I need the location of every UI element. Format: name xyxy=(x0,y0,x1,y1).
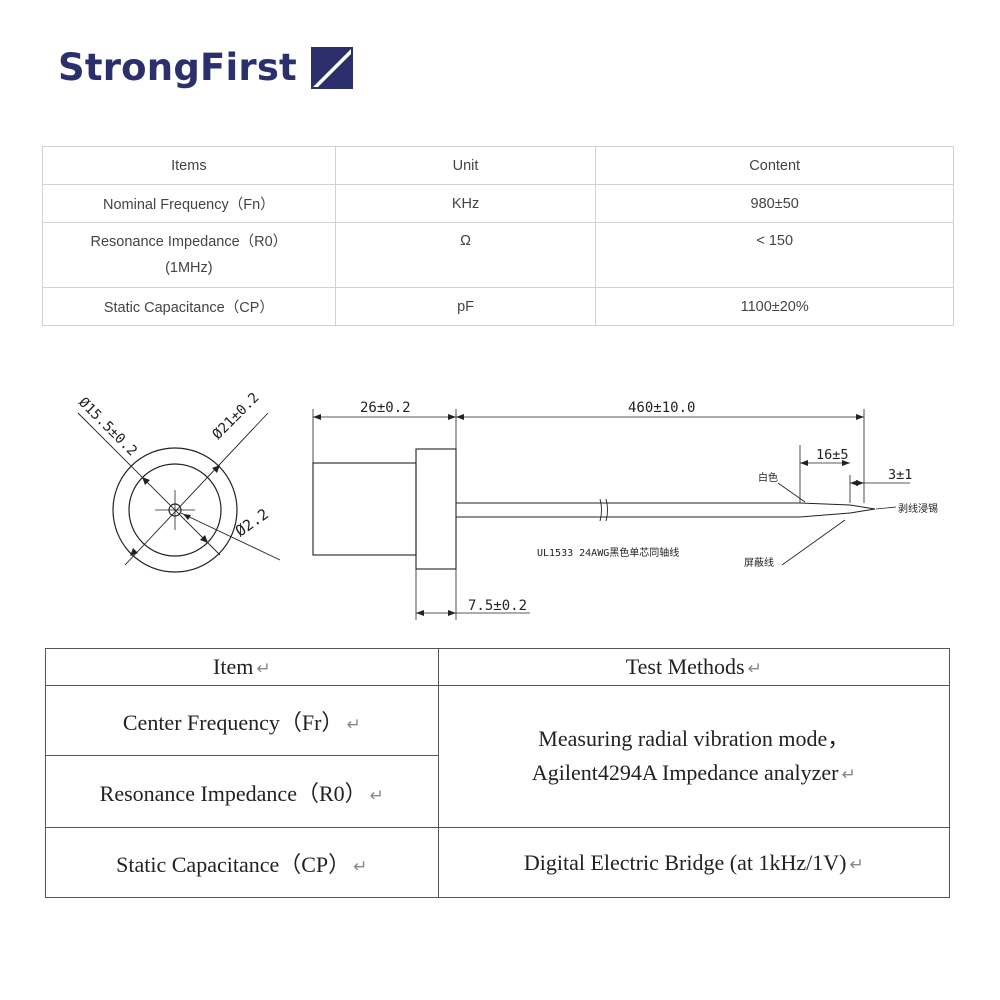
inner-circle xyxy=(128,463,222,557)
sensor-flange xyxy=(415,448,457,570)
spec-item: Static Capacitance（CP） xyxy=(42,287,336,326)
dimension-drawing: Ø15.5±0.2 Ø21±0.2 Ø2.2 xyxy=(75,390,938,620)
spec-item: Resonance Impedance（R0） (1MHz) xyxy=(42,222,336,288)
test-item: Center Frequency（Fr）↵ xyxy=(45,685,439,756)
spec-unit: pF xyxy=(334,287,597,326)
brand-logo: StrongFirst xyxy=(58,46,353,89)
test-methods-header-row: Item↵ Test Methods↵ xyxy=(45,648,951,686)
label-shield-wire: 屏蔽线 xyxy=(744,556,774,569)
return-mark: ↵ xyxy=(849,854,864,874)
brand-name: StrongFirst xyxy=(58,46,297,89)
spec-row: Nominal Frequency（Fn） KHz 980±50 xyxy=(42,184,954,223)
spec-item-line: Resonance Impedance（R0） xyxy=(90,234,288,250)
spec-content: 1100±20% xyxy=(595,287,954,326)
test-item: Resonance Impedance（R0）↵ xyxy=(45,755,439,828)
sensor-body xyxy=(312,462,417,556)
side-view xyxy=(312,409,910,620)
test-method-row: Static Capacitance（CP）↵ Digital Electric… xyxy=(45,827,951,898)
spec-content: 980±50 xyxy=(595,184,954,223)
label-cable-spec: UL1533 24AWG黑色单芯同轴线 xyxy=(537,546,679,559)
return-mark: ↵ xyxy=(353,856,368,876)
dim-diameter-center: Ø2.2 xyxy=(232,505,272,540)
return-mark: ↵ xyxy=(369,785,384,805)
dim-tin-length: 3±1 xyxy=(888,467,912,483)
dim-diameter-outer: Ø21±0.2 xyxy=(210,390,263,443)
test-method-row: Center Frequency（Fr）↵ Measuring radial v… xyxy=(45,685,951,828)
spec-header-content: Content xyxy=(595,146,954,185)
spec-row: Static Capacitance（CP） pF 1100±20% xyxy=(42,287,954,326)
return-mark: ↵ xyxy=(256,659,271,678)
test-method-shared: Measuring radial vibration mode， Agilent… xyxy=(437,685,951,828)
spec-header-items: Items xyxy=(42,146,336,185)
return-mark: ↵ xyxy=(346,714,361,734)
dim-strip-length: 16±5 xyxy=(816,447,849,463)
test-method-row: Resonance Impedance（R0）↵ xyxy=(45,755,950,828)
test-method: Digital Electric Bridge (at 1kHz/1V)↵ xyxy=(437,827,951,898)
header-test-methods: Test Methods↵ xyxy=(437,648,951,686)
spec-item-line: (1MHz) xyxy=(165,260,213,276)
spec-table: Items Unit Content Nominal Frequency（Fn）… xyxy=(42,146,954,326)
return-mark: ↵ xyxy=(747,659,762,678)
dim-body-length: 26±0.2 xyxy=(360,400,411,416)
dimension-arrows xyxy=(313,414,864,616)
test-methods-table: Item↵ Test Methods↵ Center Frequency（Fr）… xyxy=(45,648,951,898)
dim-cable-length: 460±10.0 xyxy=(628,400,695,416)
spec-row: Resonance Impedance（R0） (1MHz) Ω < 150 xyxy=(42,222,954,288)
brand-mark-icon xyxy=(310,46,353,89)
method-line: Measuring radial vibration mode， xyxy=(538,725,850,751)
spec-header-row: Items Unit Content xyxy=(42,146,954,185)
spec-item: Nominal Frequency（Fn） xyxy=(42,184,336,223)
dim-flange-length: 7.5±0.2 xyxy=(468,598,527,614)
spec-unit: KHz xyxy=(334,184,597,223)
spec-unit: Ω xyxy=(334,222,597,288)
return-mark: ↵ xyxy=(841,764,856,784)
label-strip-tin: 剥线浸锡 xyxy=(898,502,938,515)
dim-diameter-inner: Ø15.5±0.2 xyxy=(75,395,140,460)
label-white-wire: 白色 xyxy=(758,471,778,484)
spec-header-unit: Unit xyxy=(334,146,597,185)
method-line: Agilent4294A Impedance analyzer↵ xyxy=(531,759,856,785)
front-view xyxy=(77,412,281,573)
spec-content: < 150 xyxy=(595,222,954,288)
header-item: Item↵ xyxy=(45,648,439,686)
test-item: Static Capacitance（CP）↵ xyxy=(45,827,439,898)
outer-circle xyxy=(112,447,238,573)
